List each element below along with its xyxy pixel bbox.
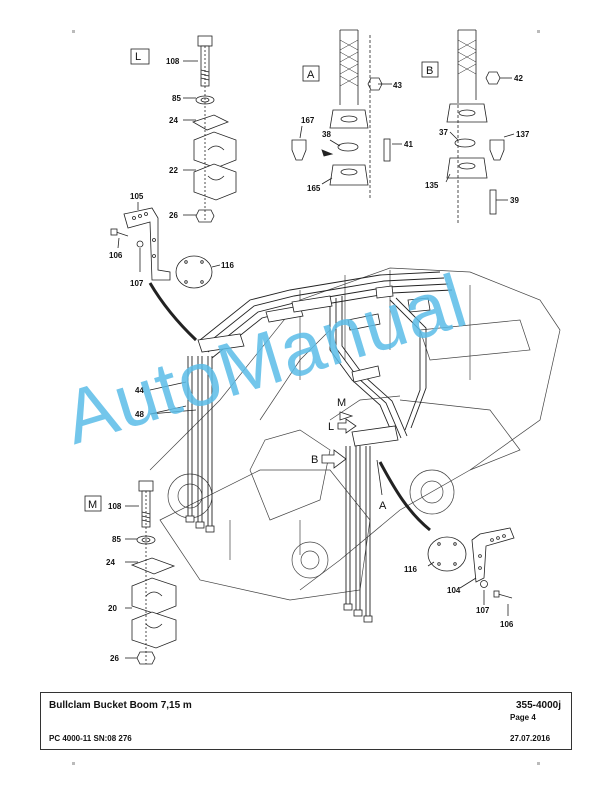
callout-48: 48 xyxy=(135,410,144,419)
corner-mark xyxy=(72,30,75,33)
callout-20: 20 xyxy=(108,604,117,613)
callout-44: 44 xyxy=(135,386,144,395)
view-marker-a: A xyxy=(379,500,387,512)
detail-letter-b: B xyxy=(426,65,433,77)
detail-letter-m: M xyxy=(88,499,97,511)
detail-box-m xyxy=(84,495,102,512)
detail-box-a xyxy=(302,65,320,82)
callout-107-lower: 107 xyxy=(476,606,490,615)
detail-box-l xyxy=(130,48,150,65)
callout-137: 137 xyxy=(516,130,530,139)
view-marker-l: L xyxy=(328,421,334,433)
view-marker-b: B xyxy=(311,454,318,466)
corner-mark xyxy=(537,30,540,33)
callout-106: 106 xyxy=(109,251,123,260)
detail-letter-a: A xyxy=(307,69,315,81)
callout-43: 43 xyxy=(393,81,402,90)
page-number: Page 4 xyxy=(510,713,536,722)
callout-42: 42 xyxy=(514,74,523,83)
callout-24: 24 xyxy=(169,116,178,125)
callout-26: 26 xyxy=(169,211,178,220)
callout-39: 39 xyxy=(510,196,519,205)
view-marker-m: M xyxy=(337,397,346,409)
callout-116-lower: 116 xyxy=(404,565,417,574)
machine-serial: PC 4000-11 SN:08 276 xyxy=(49,734,132,743)
detail-letter-l: L xyxy=(135,51,141,63)
drawing-title: Bullclam Bucket Boom 7,15 m xyxy=(49,700,192,711)
callout-165: 165 xyxy=(307,184,321,193)
callout-26-m: 26 xyxy=(110,654,119,663)
corner-mark xyxy=(537,762,540,765)
callout-22: 22 xyxy=(169,166,178,175)
callout-105: 105 xyxy=(130,192,144,201)
issue-date: 27.07.2016 xyxy=(510,734,551,743)
callout-85: 85 xyxy=(172,94,181,103)
corner-mark xyxy=(72,762,75,765)
callout-104: 104 xyxy=(447,586,461,595)
callout-37: 37 xyxy=(439,128,448,137)
callout-24-m: 24 xyxy=(106,558,115,567)
callout-108-m: 108 xyxy=(108,502,122,511)
callout-107: 107 xyxy=(130,279,144,288)
detail-box-b xyxy=(421,61,439,78)
callout-85-m: 85 xyxy=(112,535,121,544)
callout-135: 135 xyxy=(425,181,439,190)
callout-41: 41 xyxy=(404,140,413,149)
callout-108: 108 xyxy=(166,57,180,66)
callout-116: 116 xyxy=(221,261,234,270)
callout-106-lower: 106 xyxy=(500,620,514,629)
callout-167: 167 xyxy=(301,116,315,125)
title-block: Bullclam Bucket Boom 7,15 m 355-4000j Pa… xyxy=(40,692,572,750)
document-number: 355-4000j xyxy=(515,700,561,711)
callout-38: 38 xyxy=(322,130,331,139)
